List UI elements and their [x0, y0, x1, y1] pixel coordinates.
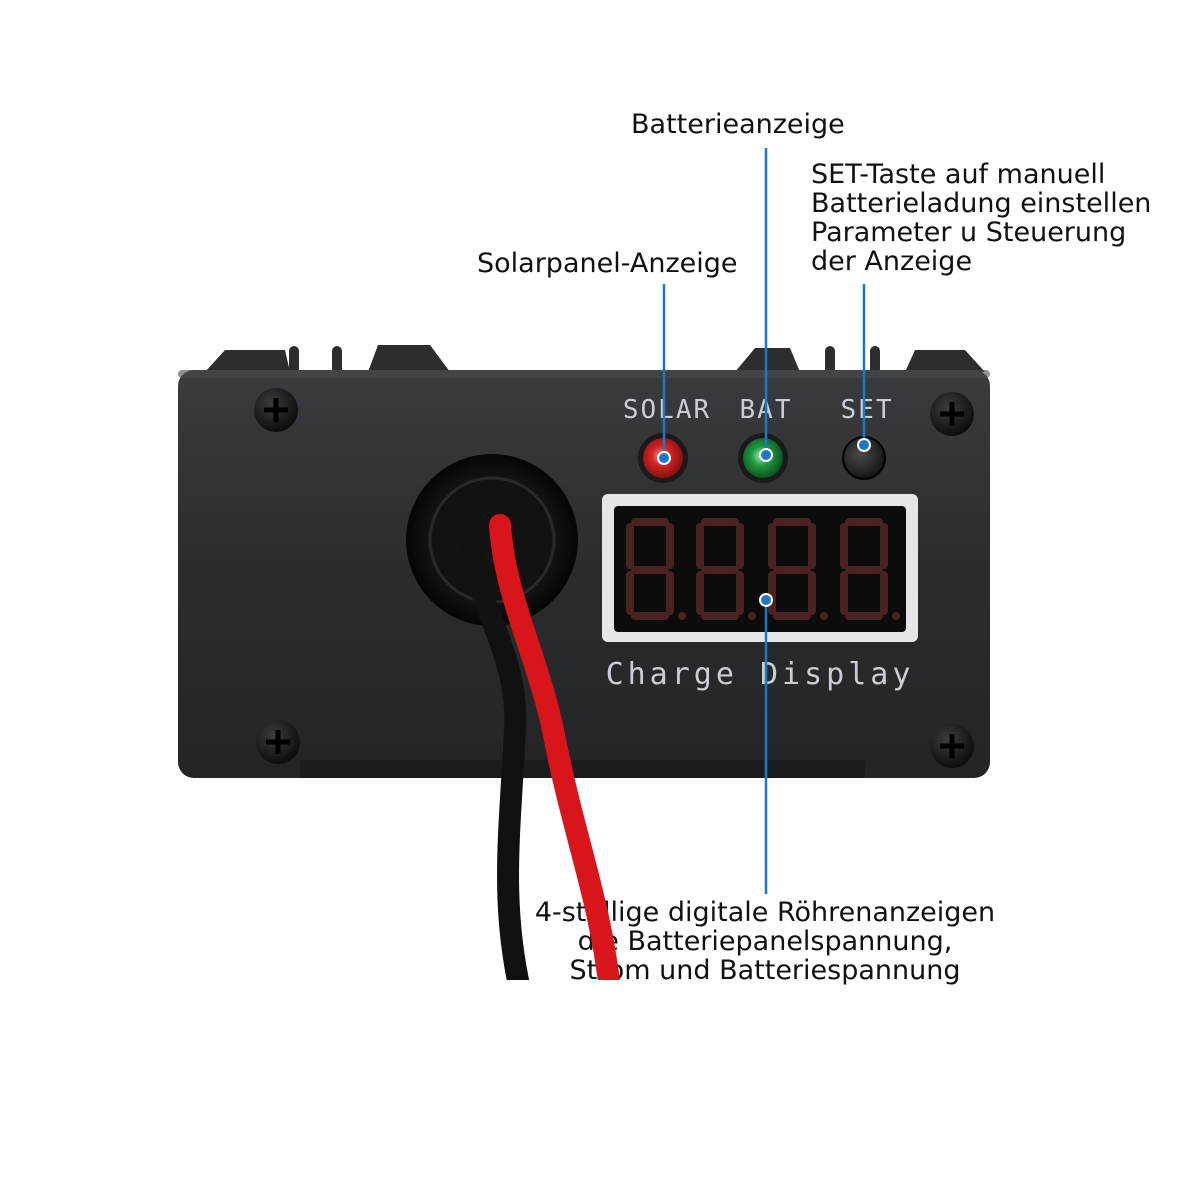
solar-label: SOLAR — [623, 395, 711, 425]
set-callout-line-1: SET-Taste auf manuell — [811, 159, 1106, 190]
digit-segments — [626, 518, 674, 620]
seven-segment-display — [602, 494, 918, 642]
battery-leader-dot — [759, 448, 773, 462]
decimal-point — [892, 612, 900, 620]
cables — [459, 514, 621, 1001]
display-caption: Charge Display — [606, 657, 915, 692]
bottom-lip — [300, 760, 865, 778]
digit-segments — [840, 518, 888, 620]
display-callout: 4-stellige digitale Röhrenanzeigen die B… — [470, 898, 1060, 985]
screw-icon — [256, 720, 300, 764]
decimal-point — [820, 612, 828, 620]
heatsink-fins — [205, 345, 985, 374]
solar-indicator-callout: Solarpanel-Anzeige — [477, 248, 738, 279]
display-leader-dot — [759, 593, 773, 607]
battery-indicator-callout: Batterieanzeige — [631, 109, 845, 140]
set-callout-line-2: Batterieladung einstellen — [811, 188, 1152, 219]
decimal-point — [748, 612, 756, 620]
leader-lines — [662, 148, 866, 894]
set-leader-dot — [857, 438, 871, 452]
controller-body — [178, 370, 990, 778]
set-callout-line-3: Parameter u Steuerung — [811, 217, 1127, 248]
digit-segments — [696, 518, 744, 620]
solar-leader-dot — [657, 451, 671, 465]
decimal-point — [678, 612, 686, 620]
screw-icon — [930, 392, 974, 436]
display-callout-line-1: 4-stellige digitale Röhrenanzeigen — [534, 897, 996, 928]
set-label: SET — [841, 395, 894, 425]
set-callout-line-4: der Anzeige — [811, 246, 973, 277]
screw-icon — [930, 724, 974, 768]
set-button-callout: SET-Taste auf manuell Batterieladung ein… — [811, 160, 1151, 276]
display-callout-line-2: die Batteriepanelspannung, — [577, 926, 953, 957]
digit-segments — [768, 518, 816, 620]
screw-icon — [254, 388, 298, 432]
